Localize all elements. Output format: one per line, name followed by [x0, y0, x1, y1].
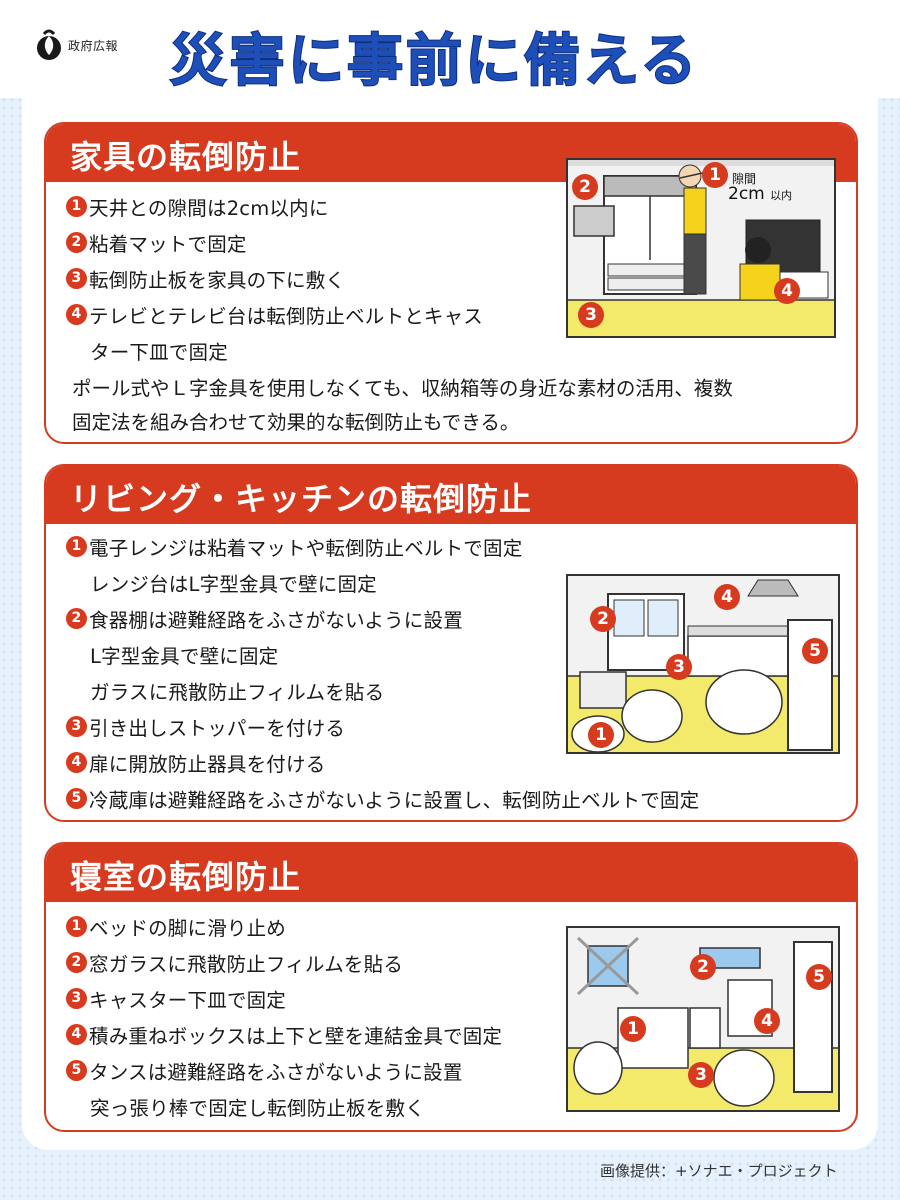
section-title: 家具の転倒防止 — [46, 124, 856, 182]
kitchen-illustration: 1 2 3 4 5 — [566, 574, 840, 754]
marker-1: 1 — [620, 1016, 646, 1042]
marker-2: 2 — [690, 954, 716, 980]
list-item-continued: 突っ張り棒で固定し転倒防止板を敷く — [66, 1088, 502, 1124]
item-text: L字型金具で壁に固定 — [90, 644, 279, 668]
marker-2: 2 — [590, 606, 616, 632]
gap-label: 隙間 — [732, 172, 757, 186]
marker-3: 3 — [666, 654, 692, 680]
number-badge: 3 — [66, 715, 87, 737]
section-note: ポール式やＬ字金具を使用しなくても、収納箱等の身近な素材の活用、複数 固定法を組… — [72, 372, 733, 440]
number-badge: 2 — [66, 951, 87, 973]
header-band — [0, 0, 900, 98]
note-line: 固定法を組み合わせて効果的な転倒防止もできる。 — [72, 411, 520, 434]
number-badge: 1 — [66, 535, 87, 557]
item-text: 転倒防止板を家具の下に敷く — [89, 268, 346, 292]
item-text: 電子レンジは粘着マットや転倒防止ベルトで固定 — [89, 536, 523, 560]
item-text: 食器棚は避難経路をふさがないように設置 — [89, 608, 463, 632]
item-text: 天井との隙間は2cm以内に — [89, 196, 329, 220]
note-line: ポール式やＬ字金具を使用しなくても、収納箱等の身近な素材の活用、複数 — [72, 377, 733, 400]
number-badge: 3 — [66, 987, 87, 1009]
number-badge: 4 — [66, 751, 87, 773]
section-title: 寝室の転倒防止 — [46, 844, 856, 902]
bedroom-illustration: 1 2 3 4 5 — [566, 926, 840, 1112]
bedroom-scene-icon — [568, 936, 838, 1110]
item-text: 冷蔵庫は避難経路をふさがないように設置し、転倒防止ベルトで固定 — [89, 788, 700, 812]
marker-3: 3 — [578, 302, 604, 328]
item-text: 突っ張り棒で固定し転倒防止板を敷く — [90, 1096, 425, 1120]
number-badge: 4 — [66, 303, 87, 325]
list-item-continued: ガラスに飛散防止フィルムを貼る — [66, 672, 699, 708]
item-text: ベッドの脚に滑り止め — [89, 916, 287, 940]
item-text: レンジ台はL字型金具で壁に固定 — [90, 572, 377, 596]
furniture-scene-icon — [568, 160, 834, 336]
government-logo-icon — [37, 29, 61, 60]
marker-4: 4 — [754, 1008, 780, 1034]
number-badge: 2 — [66, 231, 87, 253]
gap-value-number: 2cm — [728, 184, 765, 204]
list-item-continued: ター下皿で固定 — [66, 332, 483, 368]
logo-text: 政府広報 — [68, 38, 119, 53]
number-badge: 5 — [66, 787, 87, 809]
marker-4: 4 — [714, 584, 740, 610]
marker-3: 3 — [688, 1062, 714, 1088]
image-credit: 画像提供：+ソナエ・プロジェクト — [600, 1162, 838, 1180]
item-text: 引き出しストッパーを付ける — [89, 716, 346, 740]
item-text: ガラスに飛散防止フィルムを貼る — [90, 680, 385, 704]
list-item-continued: レンジ台はL字型金具で壁に固定 — [66, 564, 699, 600]
furniture-illustration: 1 2 3 4 隙間 2cm 以内 — [566, 158, 836, 338]
marker-4: 4 — [774, 278, 800, 304]
marker-5: 5 — [806, 964, 832, 990]
section-title: リビング・キッチンの転倒防止 — [46, 466, 856, 524]
marker-1: 1 — [702, 162, 728, 188]
number-badge: 2 — [66, 607, 87, 629]
item-text: 扉に開放防止器具を付ける — [89, 752, 326, 776]
number-badge: 4 — [66, 1023, 87, 1045]
item-text: 積み重ねボックスは上下と壁を連結金具で固定 — [89, 1024, 503, 1048]
item-text: キャスター下皿で固定 — [89, 988, 287, 1012]
marker-2: 2 — [572, 174, 598, 200]
gap-value: 2cm 以内 — [728, 184, 792, 204]
marker-5: 5 — [802, 638, 828, 664]
item-text: タンスは避難経路をふさがないように設置 — [89, 1060, 463, 1084]
item-text: 粘着マットで固定 — [89, 232, 247, 256]
number-badge: 1 — [66, 195, 87, 217]
gap-unit: 以内 — [770, 189, 793, 202]
marker-1: 1 — [588, 722, 614, 748]
number-badge: 3 — [66, 267, 87, 289]
list-item-continued: L字型金具で壁に固定 — [66, 636, 699, 672]
page-title: 災害に事前に備える — [169, 28, 700, 95]
item-text: ター下皿で固定 — [90, 340, 228, 364]
item-text: 窓ガラスに飛散防止フィルムを貼る — [89, 952, 404, 976]
number-badge: 1 — [66, 915, 87, 937]
logo: 政府広報 — [34, 28, 118, 62]
item-text: テレビとテレビ台は転倒防止ベルトとキャス — [89, 304, 484, 328]
number-badge: 5 — [66, 1059, 87, 1081]
